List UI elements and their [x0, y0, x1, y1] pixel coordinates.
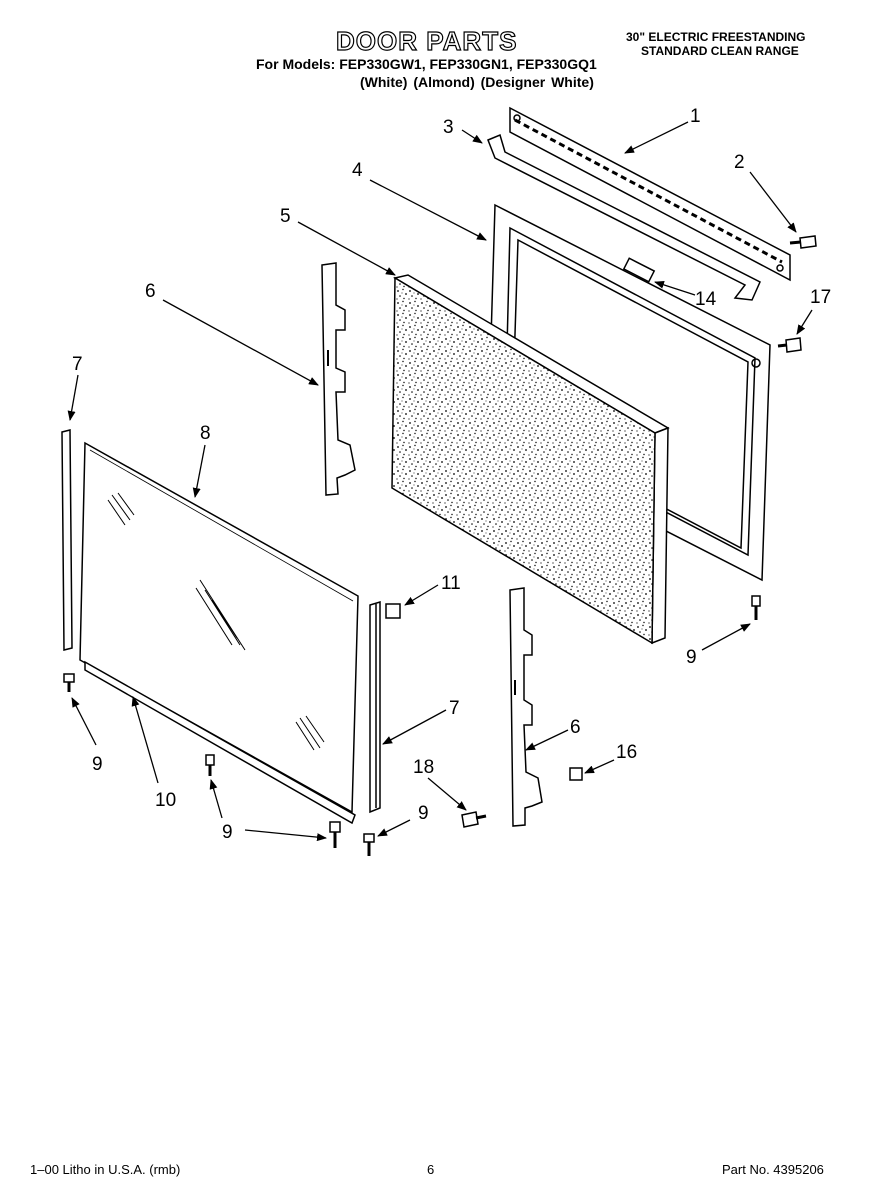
callout-2: 2	[734, 152, 745, 173]
page-title: DOOR PARTS	[335, 25, 518, 56]
part-9-screws	[63, 595, 761, 856]
callout-9-center: 9	[418, 803, 429, 824]
part-8-door-glass	[79, 441, 359, 814]
model-colors: (White) (Almond) (Designer White)	[360, 74, 594, 90]
callout-9-bottom: 9	[222, 822, 233, 843]
part-1-vent-trim	[509, 106, 791, 282]
callout-9-left: 9	[92, 754, 103, 775]
leader-lines	[67, 121, 813, 842]
part-7-glass-retainer-right	[369, 600, 381, 814]
part-16-clip	[569, 767, 583, 781]
callout-7-left: 7	[72, 354, 83, 375]
page-number: 6	[427, 1162, 435, 1177]
callout-8: 8	[200, 423, 211, 444]
part-10-bottom-trim	[84, 660, 356, 825]
callout-5: 5	[280, 206, 291, 227]
part-6-hinge-lower	[509, 587, 543, 827]
callout-4: 4	[352, 160, 363, 181]
range-type-line2: STANDARD CLEAN RANGE	[641, 44, 799, 58]
callout-1: 1	[690, 106, 701, 127]
callout-11: 11	[441, 573, 461, 594]
part-7-glass-retainer-left	[61, 429, 73, 651]
callout-labels: 1 2 3 4 5 14 17 6 7 8 11 9 7 6 16 18 9 1…	[72, 106, 831, 843]
callout-10: 10	[155, 790, 176, 811]
part-3-vent-baffle	[487, 133, 761, 301]
part-11-clip	[385, 603, 401, 619]
callout-14: 14	[695, 289, 717, 310]
callout-7-right: 7	[449, 698, 460, 719]
callout-9-right: 9	[686, 647, 697, 668]
part-5-insulation	[391, 274, 670, 645]
callout-6-upper: 6	[145, 281, 156, 302]
callout-18: 18	[413, 757, 434, 778]
footer-print-info: 1–00 Litho in U.S.A. (rmb)	[30, 1162, 181, 1177]
part-18-screw	[461, 811, 487, 828]
part-2-screw	[789, 235, 817, 249]
range-type-line1: 30" ELECTRIC FREESTANDING	[626, 30, 806, 44]
part-number: Part No. 4395206	[722, 1162, 824, 1177]
callout-16: 16	[616, 742, 637, 763]
part-17-screw	[777, 337, 802, 353]
model-numbers: For Models: FEP330GW1, FEP330GN1, FEP330…	[256, 56, 597, 72]
callout-17: 17	[810, 287, 831, 308]
callout-6-lower: 6	[570, 717, 581, 738]
part-6-hinge-upper	[321, 262, 356, 496]
callout-3: 3	[443, 117, 454, 138]
